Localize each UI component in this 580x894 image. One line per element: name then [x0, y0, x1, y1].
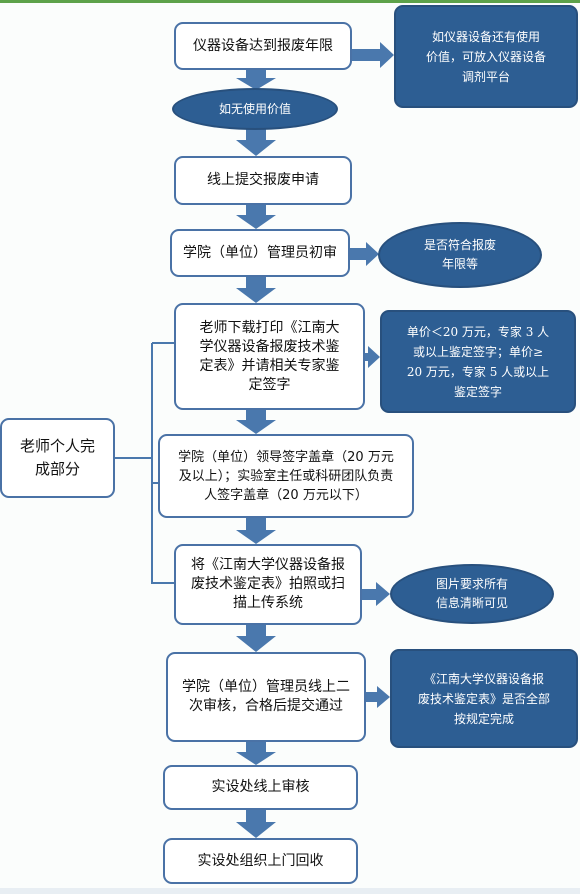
down-arrow — [236, 70, 276, 90]
step-box-recycle: 实设处组织上门回收 — [163, 838, 358, 884]
note-box-expert-rule: 单价＜20 万元，专家 3 人 或以上鉴定签字；单价≥ 20 万元，专家 5 人… — [380, 310, 576, 413]
step-box-upload: 将《江南大学仪器设备报 废技术鉴定表》拍照或扫 描上传系统 — [174, 544, 362, 625]
down-arrow — [236, 410, 276, 434]
step-label: 学院（单位）领导签字盖章（20 万元 及以上）；实验室主任或科研团队负责 人签字… — [178, 449, 394, 503]
step-label: 实设处线上审核 — [211, 779, 310, 795]
note-label: 单价＜20 万元，专家 3 人 或以上鉴定签字；单价≥ 20 万元，专家 5 人… — [406, 324, 550, 399]
right-arrow — [366, 686, 390, 708]
step-label: 仪器设备达到报废年限 — [193, 37, 333, 54]
right-arrow — [365, 346, 380, 368]
right-arrow — [350, 242, 379, 266]
down-arrow — [236, 128, 276, 156]
down-arrow — [236, 205, 276, 229]
note-label: 图片要求所有 信息清晰可见 — [435, 577, 508, 610]
step-label: 老师下载打印《江南大 学仪器设备报废技术鉴 定表》并请相关专家鉴 定签字 — [199, 319, 340, 393]
step-box-first-review: 学院（单位）管理员初审 — [170, 229, 350, 277]
step-box-submit-online: 线上提交报废申请 — [174, 156, 352, 205]
down-arrow — [236, 742, 276, 765]
right-arrow — [362, 582, 390, 606]
step-box-office-review: 实设处线上审核 — [163, 765, 358, 810]
down-arrow — [236, 625, 276, 652]
down-arrow — [236, 810, 276, 838]
step-label: 将《江南大学仪器设备报 废技术鉴定表》拍照或扫 描上传系统 — [191, 557, 345, 611]
note-box-form-complete: 《江南大学仪器设备报 废技术鉴定表》是否全部 按规定完成 — [390, 649, 578, 748]
down-arrow — [236, 518, 276, 544]
step-label: 学院（单位）管理员线上二 次审核，合格后提交通过 — [182, 679, 350, 714]
step-label: 学院（单位）管理员初审 — [183, 244, 337, 261]
step-label: 实设处组织上门回收 — [197, 852, 324, 869]
left-label: 老师个人完 成部分 — [19, 437, 95, 478]
note-ellipse-check-age: 是否符合报废 年限等 — [378, 222, 542, 288]
top-border-line — [0, 0, 580, 3]
note-ellipse-image-clear: 图片要求所有 信息清晰可见 — [390, 564, 554, 624]
condition-ellipse: 如无使用价值 — [172, 88, 338, 130]
bottom-border-line — [0, 888, 580, 894]
note-label: 如仪器设备还有使用 价值，可放入仪器设备 调剂平台 — [425, 29, 546, 84]
step-box-leader-sign: 学院（单位）领导签字盖章（20 万元 及以上）；实验室主任或科研团队负责 人签字… — [158, 434, 414, 518]
right-arrow — [352, 42, 394, 68]
step-box-download-form: 老师下载打印《江南大 学仪器设备报废技术鉴 定表》并请相关专家鉴 定签字 — [174, 303, 365, 410]
left-bracket-line — [115, 342, 174, 584]
left-label-box: 老师个人完 成部分 — [0, 418, 115, 498]
down-arrow — [236, 277, 276, 303]
step-label: 线上提交报废申请 — [207, 172, 319, 188]
step-box-retirement-age: 仪器设备达到报废年限 — [174, 22, 352, 70]
step-box-second-review: 学院（单位）管理员线上二 次审核，合格后提交通过 — [166, 652, 366, 742]
note-label: 是否符合报废 年限等 — [423, 238, 496, 271]
condition-label: 如无使用价值 — [218, 101, 291, 116]
note-box-adjust-platform: 如仪器设备还有使用 价值，可放入仪器设备 调剂平台 — [394, 5, 578, 108]
note-label: 《江南大学仪器设备报 废技术鉴定表》是否全部 按规定完成 — [417, 671, 550, 726]
